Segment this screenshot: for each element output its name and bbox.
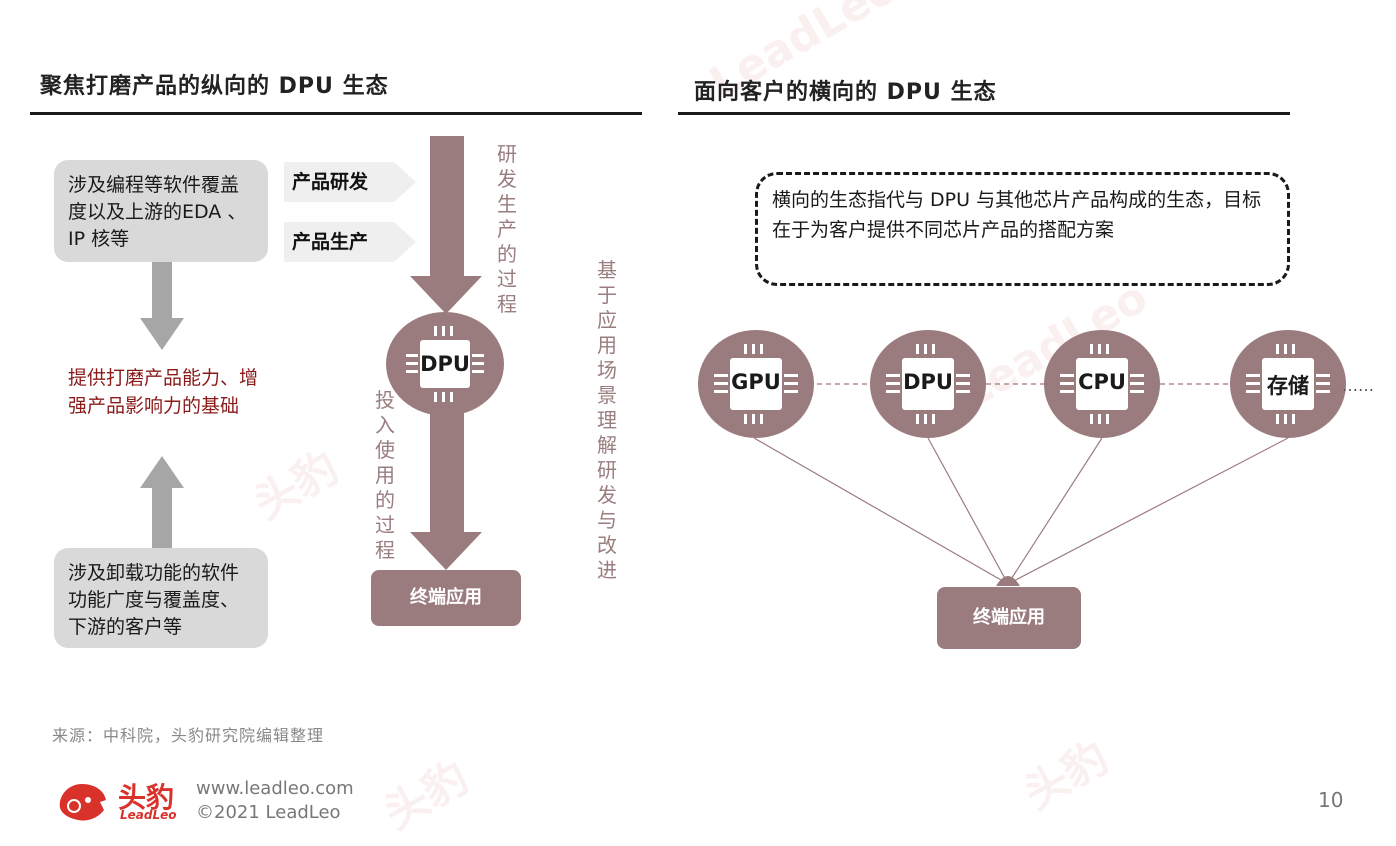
downstream-box: 涉及卸载功能的软件功能广度与覆盖度、下游的客户等 bbox=[54, 548, 268, 648]
chip-icon bbox=[886, 344, 970, 424]
dpu-chip-label: DPU bbox=[903, 370, 953, 394]
rd-process-label: 研发生产的过程 bbox=[497, 142, 517, 316]
watermark: 头豹 bbox=[375, 751, 478, 840]
tag-product-rd: 产品研发 bbox=[284, 162, 416, 202]
cpu-chip-label: CPU bbox=[1078, 370, 1126, 394]
gpu-chip-label: GPU bbox=[731, 370, 781, 394]
source-note: 来源：中科院，头豹研究院编辑整理 bbox=[52, 726, 325, 745]
connector-lines bbox=[753, 383, 1289, 586]
arrow-up-icon bbox=[140, 456, 184, 548]
chip-icon bbox=[406, 326, 484, 402]
tag-pointer-icon bbox=[394, 222, 416, 262]
left-terminal-application: 终端应用 bbox=[371, 570, 521, 626]
watermark: 头豹 bbox=[245, 441, 348, 530]
usage-process-label: 投入使用的过程 bbox=[375, 388, 395, 562]
tag-pointer-icon bbox=[394, 162, 416, 202]
leopard-logo-icon bbox=[59, 784, 106, 821]
tag-label: 产品生产 bbox=[284, 222, 394, 262]
left-title-rule bbox=[30, 112, 642, 115]
page-number: 10 bbox=[1318, 788, 1344, 812]
application-improvement-label: 基于应用场景理解研发与改进 bbox=[597, 258, 617, 582]
horizontal-ecosystem-description: 横向的生态指代与 DPU 与其他芯片产品构成的生态，目标在于为客户提供不同芯片产… bbox=[755, 172, 1290, 286]
right-section-title: 面向客户的横向的 DPU 生态 bbox=[694, 80, 997, 105]
chip-icon bbox=[1246, 344, 1330, 424]
tag-product-production: 产品生产 bbox=[284, 222, 416, 262]
chip-icon bbox=[714, 344, 798, 424]
chip-icon bbox=[1060, 344, 1144, 424]
right-title-rule bbox=[678, 112, 1290, 115]
upstream-box: 涉及编程等软件覆盖度以及上游的EDA 、 IP 核等 bbox=[54, 160, 268, 262]
logo-brand-cn: 头豹 bbox=[118, 781, 175, 814]
foundation-text: 提供打磨产品能力、增强产品影响力的基础 bbox=[68, 367, 259, 417]
storage-chip-label: 存储 bbox=[1267, 374, 1309, 398]
tag-label: 产品研发 bbox=[284, 162, 394, 202]
left-section-title: 聚焦打磨产品的纵向的 DPU 生态 bbox=[40, 74, 389, 99]
footer-copyright: ©2021 LeadLeo bbox=[196, 802, 341, 823]
arrow-down-icon bbox=[140, 262, 184, 350]
watermark: 头豹 bbox=[1015, 731, 1118, 820]
footer-url[interactable]: www.leadleo.com bbox=[196, 778, 354, 799]
more-ellipsis: …… bbox=[1342, 376, 1374, 395]
right-terminal-application: 终端应用 bbox=[937, 587, 1081, 649]
logo-brand-en: LeadLeo bbox=[120, 808, 177, 822]
dpu-chip-label: DPU bbox=[420, 352, 470, 376]
